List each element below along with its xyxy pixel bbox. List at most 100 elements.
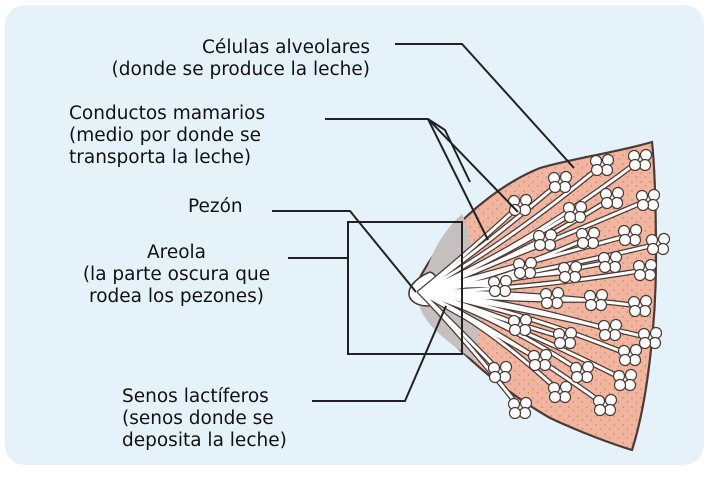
alveolus [513,266,527,280]
alveolus [553,336,567,350]
alveolus-cluster [575,226,601,250]
alveolus [558,270,572,284]
alveolus-cluster [557,260,583,284]
alveolus-cluster [512,256,538,280]
alveolus [649,326,663,340]
alveolus [638,158,652,172]
alveolus [558,180,572,194]
alveolus [584,298,598,312]
alveolus [593,403,607,417]
leader-alveolar [395,43,575,169]
alveolus [609,250,623,264]
alveolus [613,378,627,392]
label-nipple-title: Pezón [188,196,243,217]
alveolus [569,260,583,274]
alveolus [629,343,643,357]
alveolus [598,260,612,274]
alveolus [533,238,547,252]
alveolus [580,370,594,384]
alveolus [573,210,587,224]
alveolus-cluster [632,258,658,282]
alveolus [628,353,642,367]
label-areola-desc-1: (la parte oscura que [82,264,271,285]
alveolus-cluster [592,393,618,417]
alveolus [608,328,622,342]
label-nipple: Pezón [188,196,268,218]
duct [418,290,642,308]
alveolus-cluster [627,294,653,318]
alveolus [598,328,612,342]
alveolus [601,153,615,167]
alveolus [563,336,577,350]
alveolus [638,304,652,318]
alveolus [608,260,622,274]
label-ducts-desc-1: (medio por donde se [69,125,262,146]
alveolus [618,353,632,367]
duct [418,290,522,410]
alveolus-cluster [583,288,609,312]
alveolus [636,198,650,212]
alveolus-cluster [569,360,595,384]
alveolus [544,228,558,242]
alveolus [518,406,532,420]
label-areola-desc-2: rodea los pezones) [89,286,264,307]
alveolus [519,313,533,327]
alveolar-lobules [487,148,671,420]
alveolus [519,396,533,410]
alveolus [488,370,502,384]
duct [418,290,632,357]
alveolus [538,358,552,372]
alveolus [638,336,652,350]
alveolus [581,360,595,374]
alveolus-cluster [487,360,513,384]
alveolus [610,196,624,210]
alveolus [648,336,662,350]
alveolus [550,296,564,310]
alveolus [548,390,562,404]
alveolus [528,358,542,372]
alveolus [498,370,512,384]
alveolus [603,403,617,417]
alveolus [643,268,657,282]
alveolus-cluster [507,396,533,420]
alveolus-cluster [539,286,565,310]
duct [418,163,604,294]
alveolus-cluster [645,232,671,256]
label-alveolar-cells: Células alveolares (donde se produce la … [65,37,370,81]
alveolus [600,196,614,210]
alveolus-cluster [532,228,558,252]
alveolus-cluster [637,326,663,350]
alveolus [628,233,642,247]
duct [418,290,607,407]
alveolus [499,274,513,288]
alveolus-cluster [597,318,623,342]
alveolus [639,294,653,308]
alveolus [488,284,502,298]
alveolus-cluster [617,343,643,367]
alveolus [539,348,553,362]
alveolus-cluster [507,193,533,217]
alveolus [590,163,604,177]
alveolus [564,326,578,340]
alveolus [647,188,661,202]
alveolus [508,323,522,337]
alveolus-cluster [627,148,653,172]
alveolus [551,286,565,300]
alveolus-cluster [635,188,661,212]
alveolus-cluster [507,313,533,337]
alveolus-cluster [597,250,623,274]
alveolus [508,406,522,420]
alveolus [574,200,588,214]
alveolus [644,258,658,272]
alveolus-cluster [487,274,513,298]
alveolus [595,288,609,302]
alveolus-cluster [599,186,625,210]
alveolus [576,236,590,250]
alveolus [498,284,512,298]
alveolus [587,226,601,240]
alveolus [604,393,618,407]
alveolus [559,380,573,394]
alveolus [618,233,632,247]
alveolus-cluster [547,380,573,404]
alveolus [586,236,600,250]
